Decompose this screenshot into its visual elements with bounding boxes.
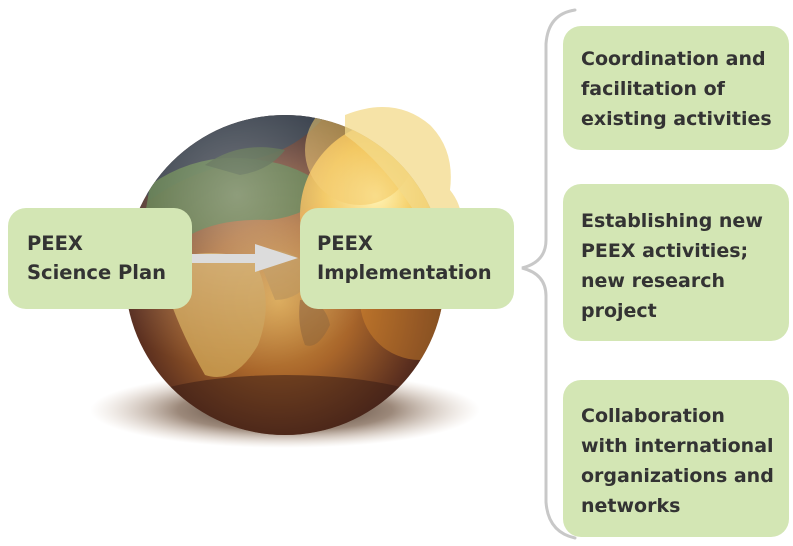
coordination-box: Coordination and facilitation of existin…: [563, 26, 789, 150]
arrow-icon: [190, 244, 298, 272]
box-text-line: facilitation of: [581, 78, 725, 100]
box-text-line: PEEX activities;: [581, 240, 749, 262]
box-text-line: Coordination and: [581, 48, 766, 70]
box-text-line: with international: [581, 435, 774, 457]
box-text-line: PEEX: [27, 232, 83, 255]
box-text-line: Collaboration: [581, 405, 725, 427]
brace-icon: [521, 8, 577, 540]
collaboration-box: Collaboration with international organiz…: [563, 380, 789, 537]
science-plan-box: PEEX Science Plan: [8, 208, 192, 309]
box-text-line: PEEX: [317, 232, 373, 255]
box-text-line: organizations and: [581, 465, 774, 487]
box-text-line: new research: [581, 270, 726, 292]
box-text-line: existing activities: [581, 108, 772, 130]
box-text-line: Science Plan: [27, 261, 166, 284]
box-text-line: project: [581, 300, 657, 322]
implementation-box: PEEX Implementation: [300, 208, 514, 309]
box-text-line: Implementation: [317, 261, 492, 284]
box-text-line: networks: [581, 495, 681, 517]
box-text-line: Establishing new: [581, 210, 763, 232]
establishing-box: Establishing new PEEX activities; new re…: [563, 184, 789, 341]
